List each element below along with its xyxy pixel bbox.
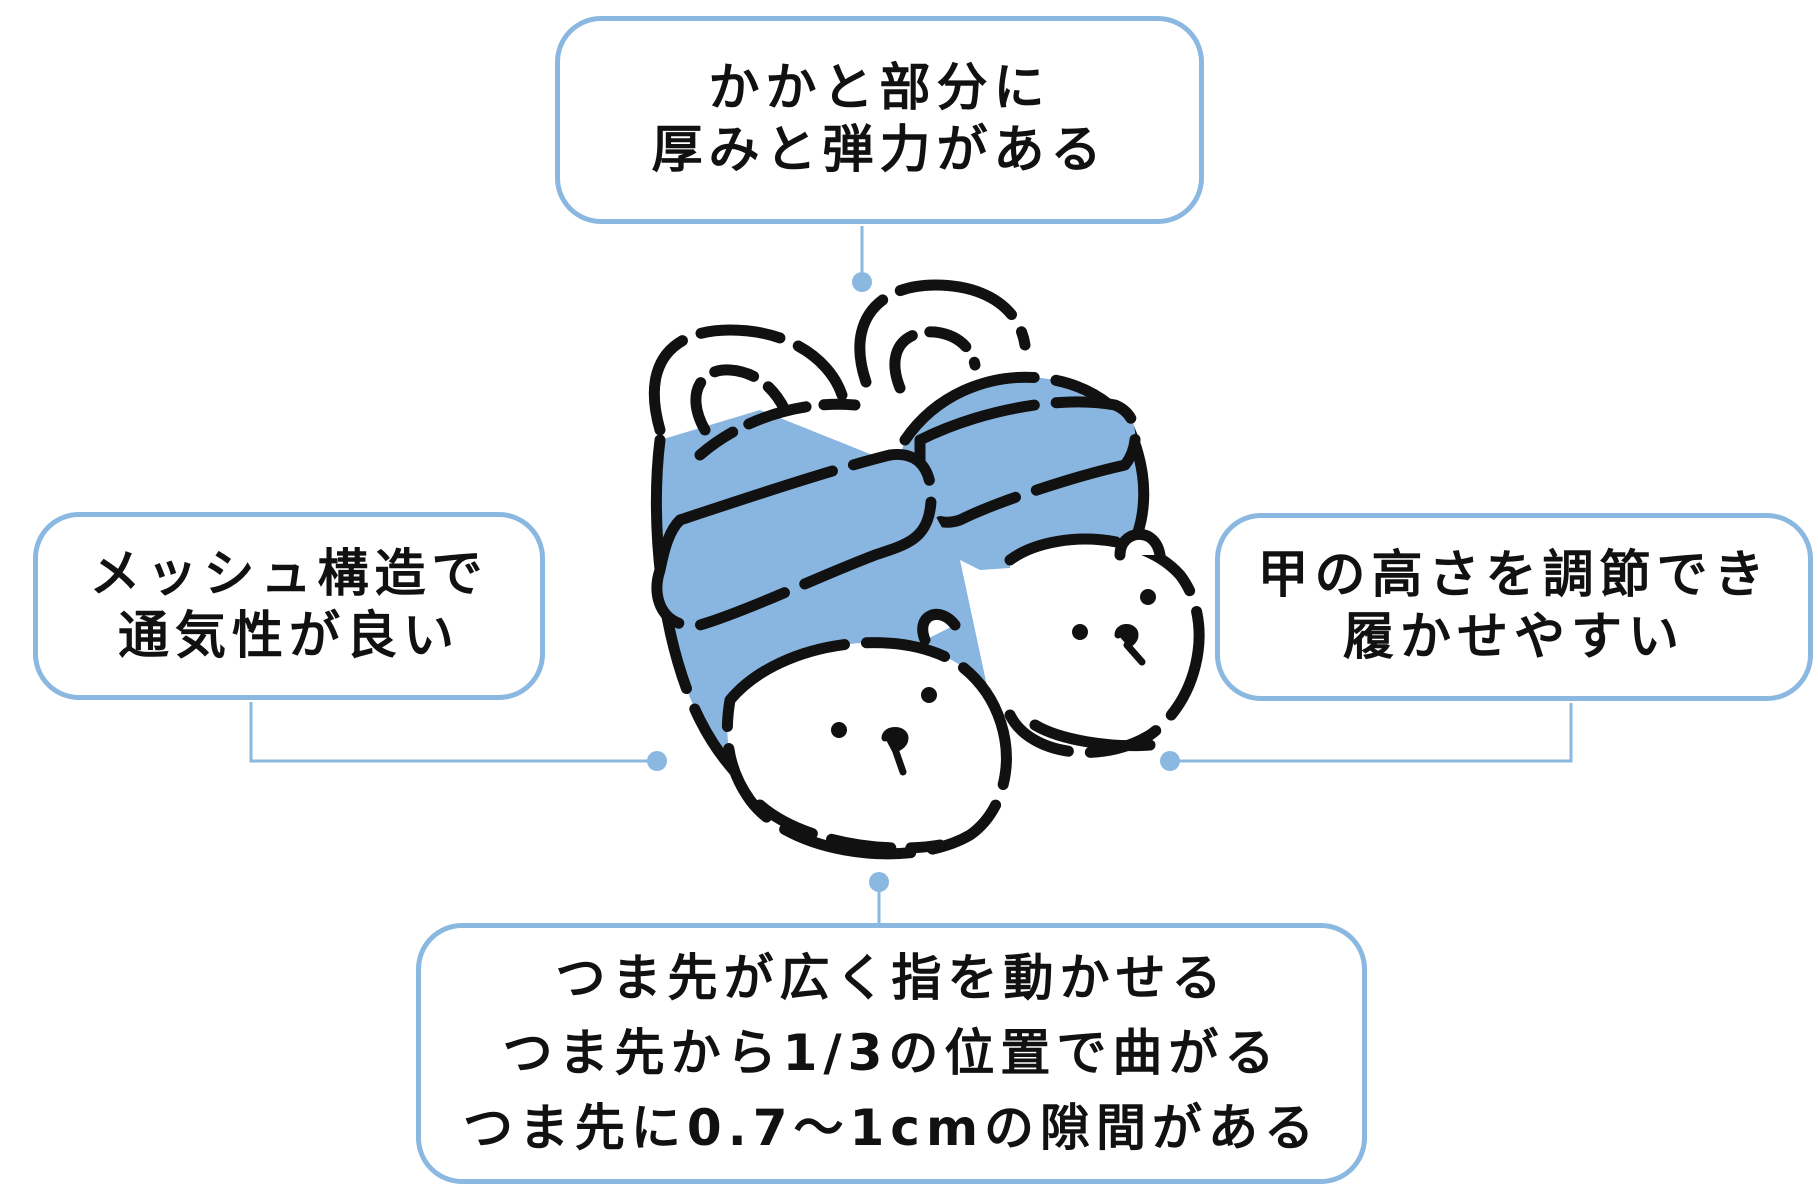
connector-dot-bottom [869, 872, 889, 892]
callout-line: つま先から1/3の位置で曲がる [502, 1024, 1281, 1082]
callout-toe-box: つま先が広く指を動かせる つま先から1/3の位置で曲がる つま先に0.7〜1cm… [416, 923, 1367, 1184]
connector-dot-left [647, 751, 667, 771]
callout-heel-cushion: かかと部分に 厚みと弾力がある [555, 16, 1204, 224]
callout-line: 通気性が良い [117, 607, 460, 666]
callout-line: かかと部分に [708, 58, 1051, 118]
callout-adjustable-instep: 甲の高さを調節でき 履かせやすい [1215, 513, 1813, 701]
back-shoe [854, 279, 1205, 758]
connector-dot-top [852, 272, 872, 292]
callout-line: つま先に0.7〜1cmの隙間がある [462, 1099, 1321, 1157]
callout-line: つま先が広く指を動かせる [555, 949, 1228, 1007]
callout-mesh-breathable: メッシュ構造で 通気性が良い [33, 512, 545, 700]
connector-right [1170, 703, 1573, 763]
front-shoe [648, 324, 1012, 860]
callout-line: 履かせやすい [1342, 608, 1685, 667]
connector-dots [647, 272, 1180, 892]
callout-line: メッシュ構造で [89, 544, 489, 604]
callout-line: 甲の高さを調節でき [1257, 545, 1771, 605]
callout-line: 厚みと弾力がある [651, 121, 1108, 180]
connector-dot-right [1160, 751, 1180, 771]
connector-left [249, 702, 657, 763]
baby-shoes-bear-icon [648, 279, 1205, 860]
